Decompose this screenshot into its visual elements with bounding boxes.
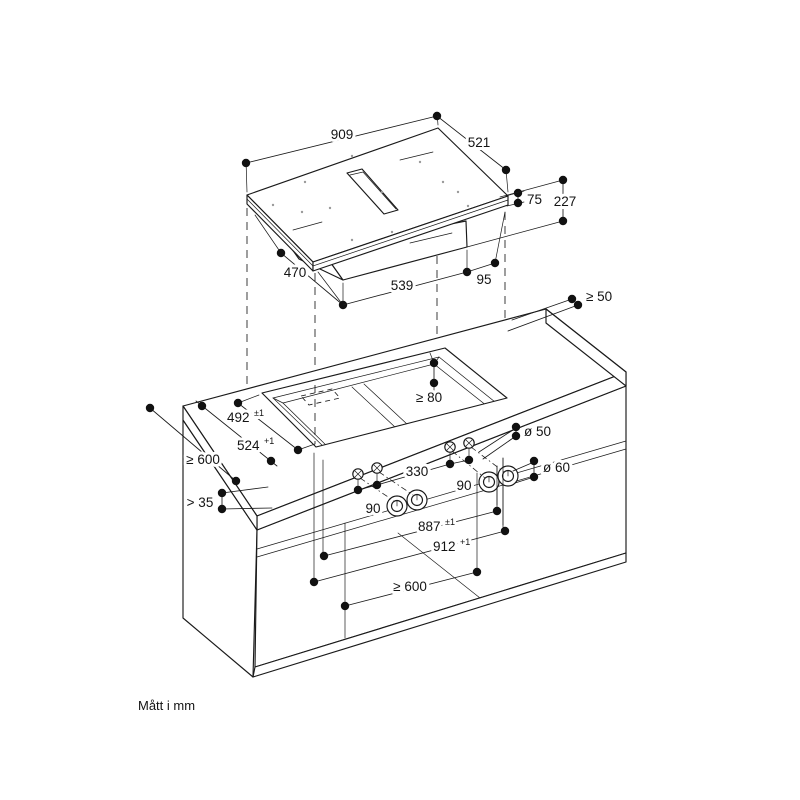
dim-label-492: 492 (227, 410, 250, 425)
dim-label-gt35: > 35 (187, 495, 214, 510)
dim-label-912: 912 (433, 539, 456, 554)
dim-label-ge600-left: ≥ 600 (186, 452, 220, 467)
dim-duct-width: 539 (342, 249, 472, 306)
dim-label-90-right: 90 (456, 478, 471, 493)
dim-label-330: 330 (406, 464, 429, 479)
screw-icon (371, 462, 383, 474)
dim-label-909: 909 (331, 127, 354, 142)
dim-label-95: 95 (476, 272, 491, 287)
dim-knob-gap-left: 90 (353, 480, 384, 519)
dim-label-o60: ø 60 (543, 460, 570, 475)
dim-cutout-depth: 492 ±1 (224, 394, 316, 455)
dim-knob-hole-dia: ø 50 (478, 421, 554, 460)
screw-icon (444, 441, 456, 453)
dim-label-887-tol: ±1 (445, 517, 455, 527)
cabinet-dimensions: ≥ 50 ≥ 80 492 ±1 524 +1 ≥ 600 (145, 286, 615, 611)
dim-duct-depth: 470 (254, 214, 348, 310)
screw-icon (463, 437, 475, 449)
dim-label-90-left: 90 (365, 501, 380, 516)
dim-label-887: 887 (418, 519, 441, 534)
dim-niche-width: 912 +1 (309, 452, 510, 587)
dim-label-o50: ø 50 (524, 424, 551, 439)
dim-label-539: 539 (391, 278, 414, 293)
dim-label-470: 470 (284, 265, 307, 280)
dim-label-524-tol: +1 (264, 436, 274, 446)
dim-label-521: 521 (468, 135, 491, 150)
knob (386, 495, 408, 517)
dim-label-524: 524 (237, 438, 260, 453)
units-note: Mått i mm (138, 698, 195, 713)
dim-hob-body-height: 75 (505, 188, 545, 210)
knob (406, 489, 428, 511)
dim-hob-depth: 521 (436, 115, 511, 193)
dim-label-492-tol: ±1 (254, 408, 264, 418)
dim-label-912-tol: +1 (460, 537, 470, 547)
dim-cutout-outer-depth: 524 +1 (195, 400, 278, 467)
dim-label-75: 75 (527, 192, 542, 207)
hob-surface-texture (271, 151, 470, 244)
dim-hob-total-height: 227 (466, 175, 579, 248)
opening-diagonal (397, 532, 481, 599)
projection-lines (246, 208, 506, 444)
fixing-screws (352, 437, 505, 502)
dim-side-clearance: ≥ 50 (507, 286, 615, 332)
hob-isometric-view (246, 127, 509, 281)
dim-label-ge50: ≥ 50 (586, 289, 612, 304)
dim-label-227: 227 (554, 194, 577, 209)
cabinet-front-rails (256, 440, 627, 558)
dim-front-clearance: > 35 (184, 486, 273, 514)
cabinet-view (182, 308, 627, 678)
cabinet-plinth (252, 552, 627, 678)
worktop-right-edge (545, 308, 627, 387)
dim-rear-gap: ≥ 80 (413, 352, 445, 408)
dim-base-opening: ≥ 600 (340, 567, 482, 611)
hob-dimensions: 909 521 75 227 470 (241, 111, 579, 310)
hob-slab (246, 127, 509, 272)
knob (478, 471, 500, 493)
screw-icon (352, 468, 364, 480)
dim-worktop-depth: ≥ 600 (145, 403, 241, 486)
hob-vent-grille (346, 168, 399, 215)
dim-cutout-width: 887 ±1 (319, 459, 502, 561)
dim-label-ge80: ≥ 80 (416, 390, 442, 405)
dim-knob-dia: ø 60 (512, 456, 573, 484)
dim-label-ge600-bottom: ≥ 600 (393, 579, 427, 594)
dim-knob-gap-right: 90 (445, 455, 475, 496)
dim-duct-offset: 95 (466, 211, 506, 290)
dim-hob-width: 909 (241, 111, 442, 193)
dim-knob-group-gap: 330 (376, 461, 451, 486)
